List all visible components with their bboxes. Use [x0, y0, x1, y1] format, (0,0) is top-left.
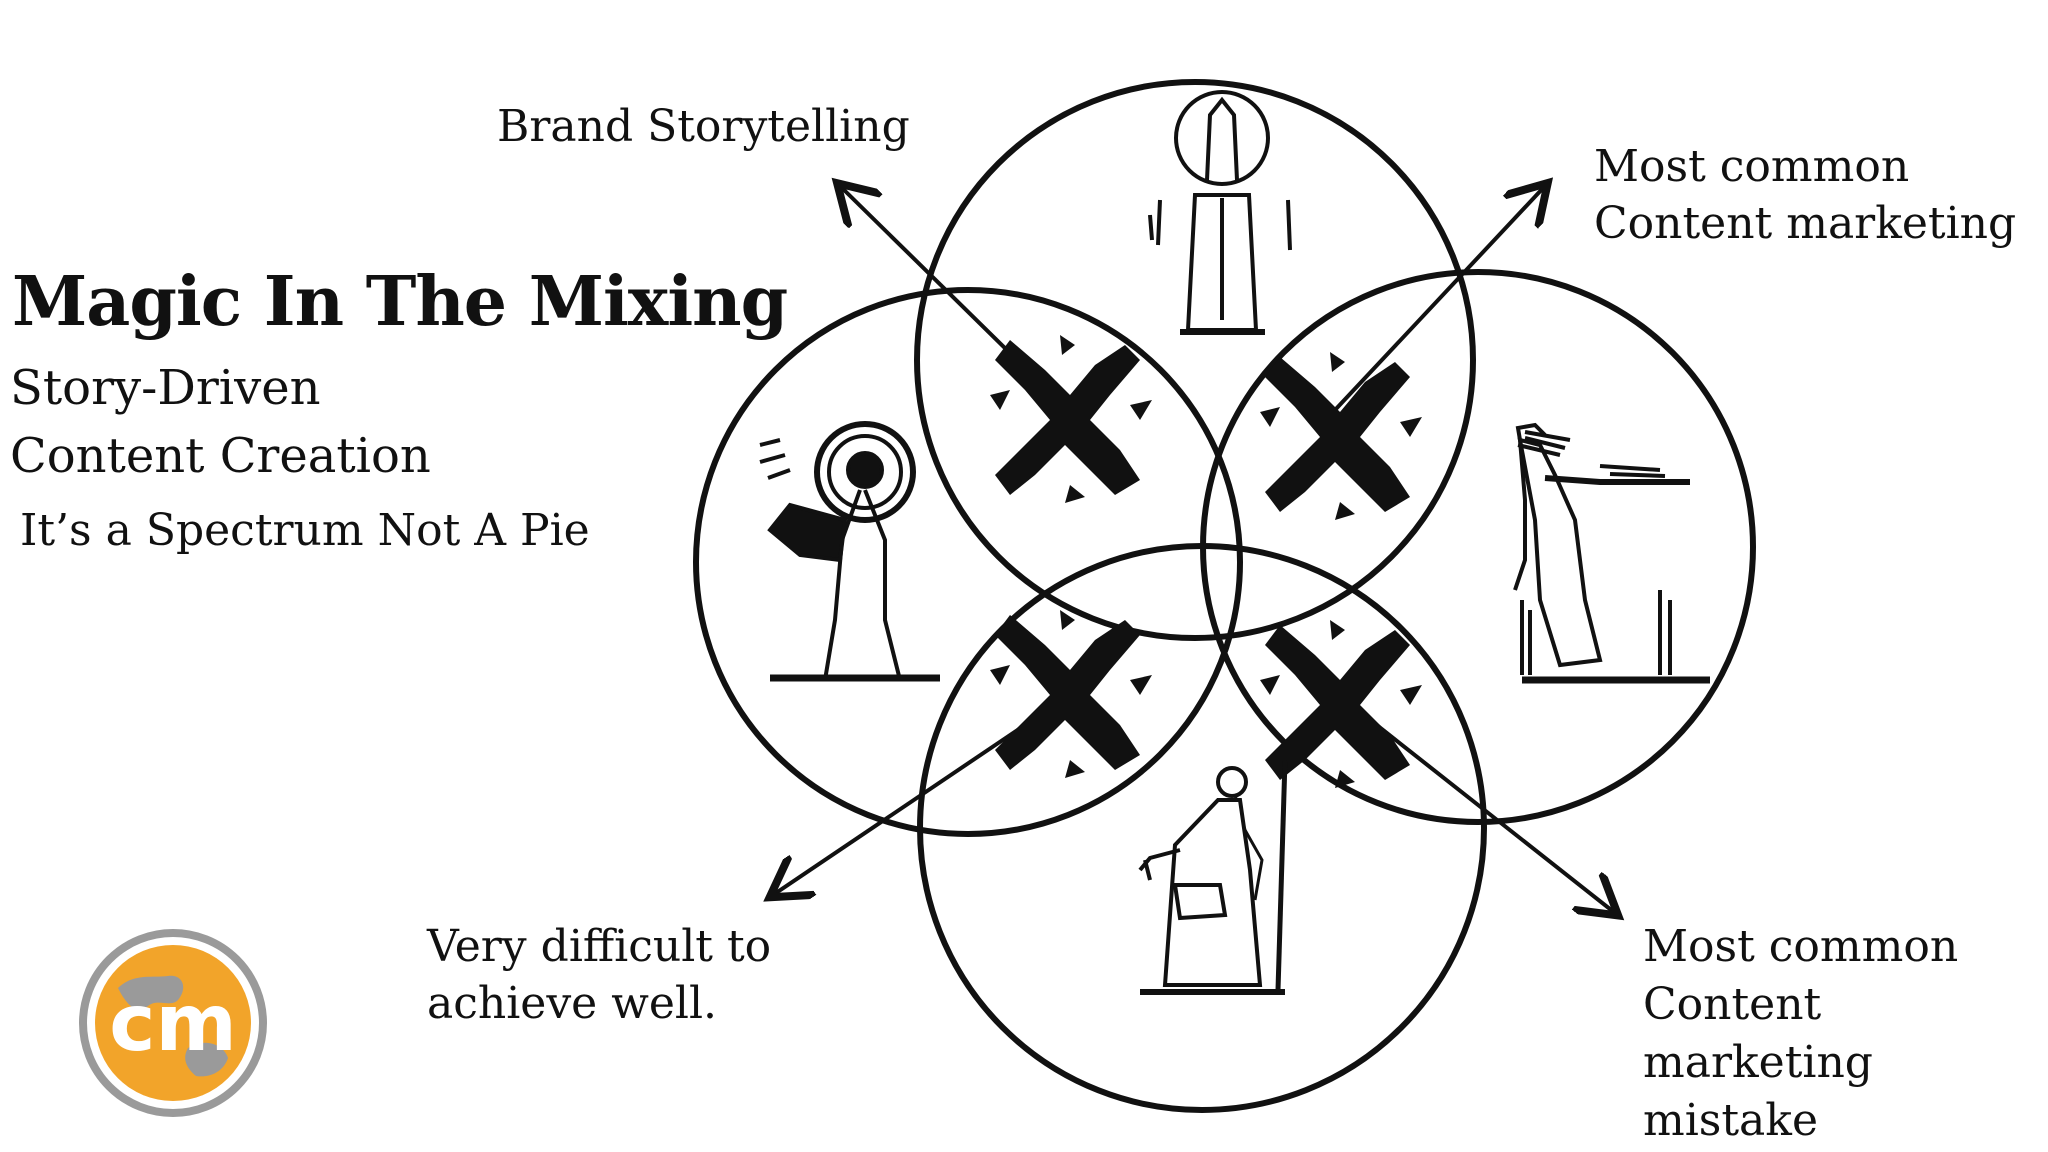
circle-top: [914, 79, 1476, 641]
label-bottom-right-line-1: Most common: [1643, 921, 1959, 972]
label-bottom-left-line-2: achieve well.: [427, 978, 718, 1030]
pointing-figure-icon: [1513, 422, 1710, 684]
x-mark-icon: [990, 335, 1152, 503]
x-mark-icon: [990, 610, 1152, 778]
arrow-top-right: [1333, 186, 1545, 412]
label-bottom-right-line-2: Content: [1643, 979, 1822, 1031]
cm-logo-icon: cm: [79, 929, 267, 1117]
subtitle-line-1: Story-Driven: [10, 360, 321, 416]
label-bottom-right-line-4: mistake: [1643, 1095, 1818, 1147]
subtitle-line-2: Content Creation: [10, 428, 431, 484]
label-brand-storytelling: Brand Storytelling: [497, 101, 910, 152]
old-man-figure-icon: [1138, 759, 1288, 995]
x-mark-icon: [1260, 352, 1422, 520]
slide-title: Magic In The Mixing: [12, 262, 788, 342]
priest-figure-icon: [1148, 90, 1292, 335]
circle-bottom: [917, 543, 1487, 1113]
label-top-right-line-1: Most common: [1594, 141, 1910, 192]
label-top-right-line-2: Content marketing: [1594, 198, 2017, 250]
logo-text: cm: [109, 979, 237, 1069]
label-bottom-left: Very difficult to achieve well.: [427, 918, 771, 1032]
hero-figure-icon: [759, 421, 940, 682]
label-bottom-right-line-3: marketing: [1643, 1037, 1873, 1089]
label-bottom-right: Most common Content marketing mistake: [1643, 918, 1958, 1150]
circle-left: [693, 287, 1243, 837]
label-top-right: Most common Content marketing: [1594, 138, 2016, 252]
tagline: It’s a Spectrum Not A Pie: [20, 505, 590, 556]
label-bottom-left-line-1: Very difficult to: [427, 921, 772, 972]
